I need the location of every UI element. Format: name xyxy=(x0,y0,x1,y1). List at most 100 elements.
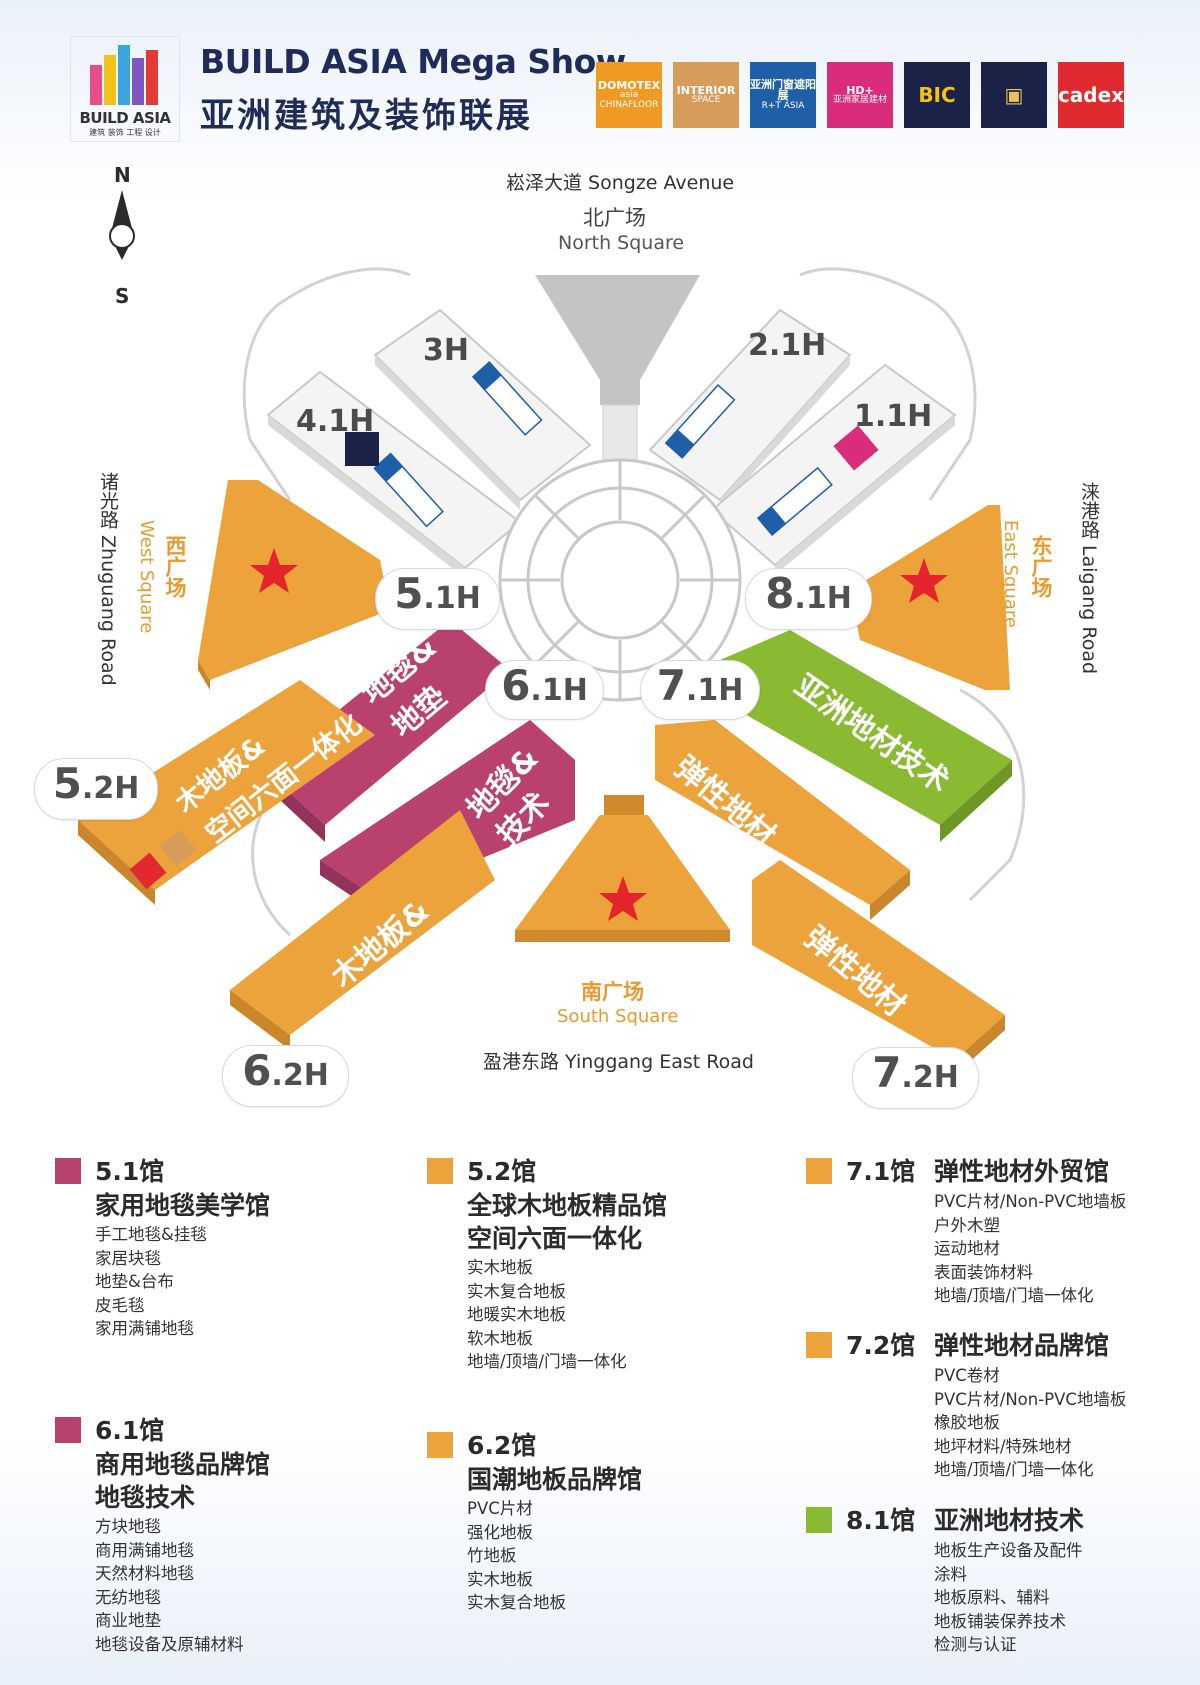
legend-hall-title: 弹性地材品牌馆 xyxy=(934,1331,1110,1360)
legend-item: 家居块毯 xyxy=(95,1248,161,1268)
partner-logo-line1: HD+ xyxy=(846,83,874,97)
legend-hall-title: 空间六面一体化 xyxy=(467,1224,643,1253)
star-icon-east xyxy=(900,558,948,603)
legend-item: 地垫&台布 xyxy=(95,1272,174,1291)
rt-asia-badge-3h xyxy=(471,361,543,436)
legend-item: 实木地板 xyxy=(467,1569,533,1589)
legend-hall-number: 6.2馆 xyxy=(467,1431,537,1460)
south-square-shape xyxy=(515,795,730,942)
legend-item: 商用满铺地毯 xyxy=(95,1540,194,1560)
legend-item: 表面装饰材料 xyxy=(934,1262,1033,1282)
bic-badge-4-1h xyxy=(345,432,379,466)
partner-logo-line2: SPACE xyxy=(691,95,721,106)
partner-logo-line2: R+T ASIA xyxy=(761,100,805,111)
legend-color-swatch xyxy=(427,1432,453,1458)
legend-hall-number: 7.1馆 xyxy=(846,1157,916,1186)
legend-hall-number: 8.1馆 xyxy=(846,1506,916,1535)
hd-badge-1-1h xyxy=(833,425,879,471)
north-square-label-cn: 北广场 xyxy=(583,206,646,230)
rt-asia-badge-4-1h xyxy=(373,452,444,528)
compass-icon xyxy=(109,190,135,260)
legend-hall-title: 国潮地板品牌馆 xyxy=(467,1465,643,1494)
partner-logo-line1: ▣ xyxy=(1004,82,1024,107)
south-square-label-cn: 南广场 xyxy=(581,980,644,1004)
legend-hall-number: 6.1馆 xyxy=(95,1416,165,1445)
west-square-shape xyxy=(198,480,390,690)
hall-2-1h-building xyxy=(648,308,852,510)
hall-8-1h-zone xyxy=(720,630,1012,842)
legend-item: 强化地板 xyxy=(467,1522,533,1542)
legend-hall-title: 商用地毯品牌馆 xyxy=(95,1450,271,1479)
rt-asia-badge-1-1h xyxy=(756,466,833,536)
east-square-label-en: East Square xyxy=(1000,520,1021,628)
star-icon-west xyxy=(250,548,298,593)
legend-item: 地板铺装保养技术 xyxy=(934,1611,1066,1631)
legend-item: 检测与认证 xyxy=(934,1635,1017,1654)
road-west-label: 诸光路 Zhuguang Road xyxy=(97,472,119,686)
road-east-label: 涞港路 Laigang Road xyxy=(1078,482,1100,675)
page-title-en: BUILD ASIA Mega Show xyxy=(200,42,626,81)
legend-item: 软木地板 xyxy=(467,1328,533,1348)
legend-item: 方块地毯 xyxy=(95,1517,161,1536)
west-square-label-cn: 西广场 xyxy=(163,535,187,598)
legend-item: 运动地材 xyxy=(934,1239,1000,1258)
star-icon-south xyxy=(599,876,647,921)
compass-south-label: S xyxy=(115,284,130,308)
legend-item: 天然材料地毯 xyxy=(95,1564,194,1583)
legend-item: 地坪材料/特殊地材 xyxy=(934,1436,1072,1456)
legend-hall-number: 5.2馆 xyxy=(467,1157,537,1186)
hall-3h-label: 3H xyxy=(423,333,469,368)
north-square-shape xyxy=(535,275,700,466)
legend-item: PVC片材/Non-PVC地墙板 xyxy=(934,1389,1127,1409)
road-outline xyxy=(242,267,1026,937)
legend-hall-title: 地毯技术 xyxy=(95,1483,196,1512)
hall-5-2h-zone xyxy=(78,680,375,905)
legend-item: 皮毛毯 xyxy=(95,1295,145,1315)
south-square-label-en: South Square xyxy=(557,1006,679,1027)
legend-item: 地墙/顶墙/门墙一体化 xyxy=(467,1352,627,1371)
road-south-label: 盈港东路 Yinggang East Road xyxy=(483,1051,754,1073)
legend-item: 无纺地毯 xyxy=(95,1587,161,1607)
legend-item: PVC片材/Non-PVC地墙板 xyxy=(934,1192,1127,1211)
center-roundabout xyxy=(498,458,742,702)
legend-item: 地板原料、辅料 xyxy=(934,1588,1050,1607)
legend-hall-title: 家用地毯美学馆 xyxy=(95,1191,271,1220)
road-north-label: 崧泽大道 Songze Avenue xyxy=(506,172,735,194)
partner-logo-line1: BIC xyxy=(918,82,956,107)
hall-2-1h-label: 2.1H xyxy=(748,328,827,363)
legend-item: 涂料 xyxy=(934,1564,967,1584)
hall-6-2h-zone xyxy=(230,810,495,1050)
legend-item: 实木地板 xyxy=(467,1258,533,1277)
legend-item: 地板生产设备及配件 xyxy=(934,1541,1083,1560)
legend-item: 地毯设备及原辅材料 xyxy=(95,1634,244,1654)
legend-hall-title: 亚洲地材技术 xyxy=(934,1506,1085,1535)
legend-item: 地暖实木地板 xyxy=(467,1305,566,1324)
hall-3h-building xyxy=(373,308,592,510)
build-asia-logo: BUILD ASIA 建筑 装饰 工程 设计 xyxy=(70,36,180,142)
legend-hall-title: 全球木地板精品馆 xyxy=(467,1191,668,1220)
north-square-label-en: North Square xyxy=(558,232,685,254)
legend-item: 户外木塑 xyxy=(934,1215,1000,1235)
partner-logo-line2: 亚洲家居建材 xyxy=(832,95,887,106)
partner-logo-6: ▣ xyxy=(981,62,1047,128)
legend-item: 实木复合地板 xyxy=(467,1593,566,1612)
legend-item: 地墙/顶墙/门墙一体化 xyxy=(934,1460,1094,1479)
partner-logo-7: cadex xyxy=(1058,62,1124,128)
legend-color-swatch xyxy=(806,1507,832,1533)
legend-color-swatch xyxy=(55,1158,81,1184)
legend-color-swatch xyxy=(427,1158,453,1184)
partner-logo-line1: DOMOTEX xyxy=(597,78,661,92)
legend-item: PVC片材 xyxy=(467,1499,533,1518)
rt-asia-badge-2-1h xyxy=(664,384,736,459)
legend-hall-title: 弹性地材外贸馆 xyxy=(934,1157,1110,1186)
logo-text: BUILD ASIA xyxy=(79,109,171,127)
partner-logo-5: BIC xyxy=(904,62,970,128)
